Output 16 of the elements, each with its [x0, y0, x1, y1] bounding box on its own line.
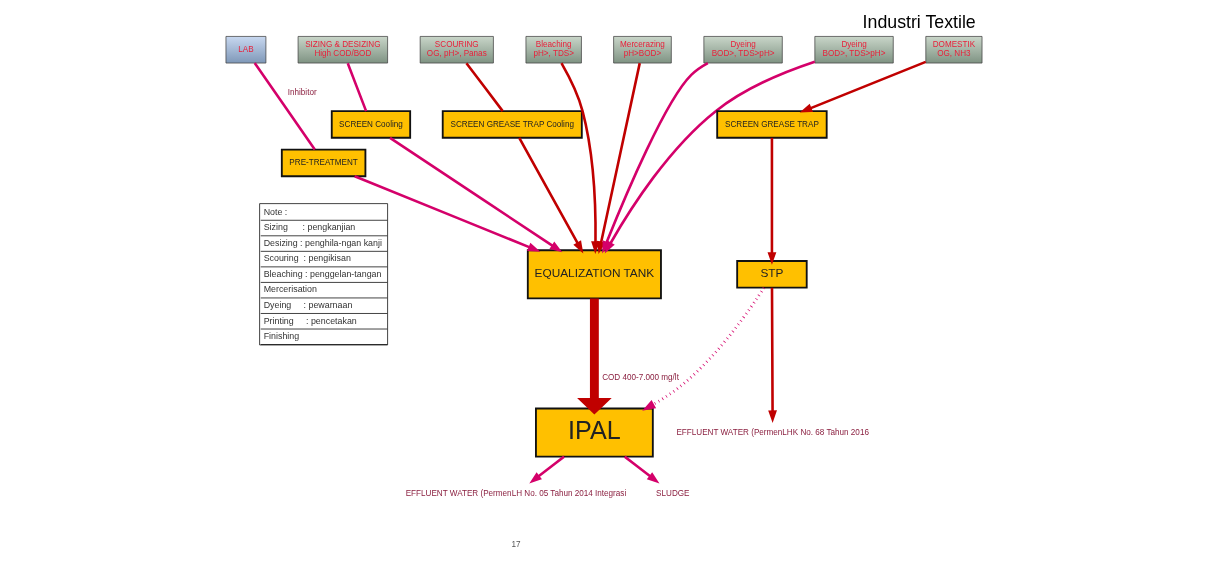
label: Scouring : pengikisan — [263, 253, 351, 264]
label: Finishing — [263, 331, 299, 342]
label: Mercerisation — [263, 284, 317, 295]
label: Desizing : penghila-ngan kanji — [263, 237, 382, 248]
label: Printing : pencetakan — [263, 315, 357, 326]
diagram-title: Industri Textile — [862, 12, 976, 33]
label: Sizing : pengkanjian — [263, 222, 355, 233]
node-text: EFFLUENT WATER (PermenLH No. 05 Tahun 2014 Integrasi — [405, 489, 626, 499]
label: Dyeing : pewarnaan — [263, 300, 352, 311]
label: 17 — [510, 540, 520, 550]
edge-label: Inhibitor — [287, 88, 317, 98]
edge-label: COD 400-7.000 mg/lt — [601, 373, 679, 383]
node-text: EFFLUENT WATER (PermenLHK No. 68 Tahun 2016 — [675, 427, 869, 437]
label: Note : — [263, 206, 287, 217]
label: Bleaching : penggelan-tangan — [263, 268, 381, 279]
node-text: SLUDGE — [655, 489, 690, 499]
